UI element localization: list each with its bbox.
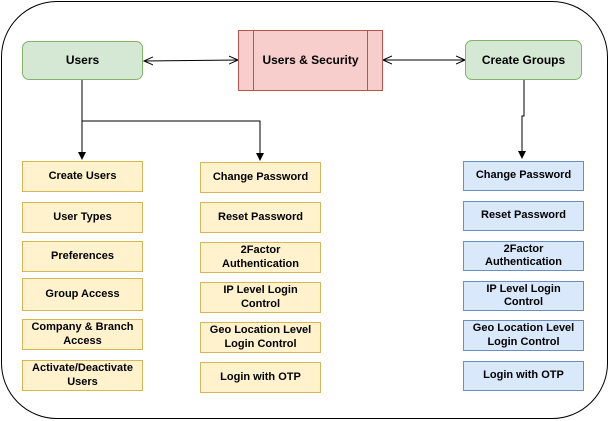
user-types-label: User Types <box>53 210 112 223</box>
login-otp-box[interactable]: Login with OTP <box>200 362 321 393</box>
edge-groups-change-password <box>518 80 526 159</box>
edge-users-change-password <box>82 120 264 161</box>
two-factor-auth-box[interactable]: 2Factor Authentication <box>200 242 321 273</box>
users-security-label: Users & Security <box>262 53 359 68</box>
ip-login-control-box[interactable]: IP Level Login Control <box>200 282 321 313</box>
preferences-box[interactable]: Preferences <box>22 241 143 272</box>
group-reset-password-box[interactable]: Reset Password <box>463 201 584 231</box>
group-change-password-label: Change Password <box>475 169 572 182</box>
users-node[interactable]: Users <box>22 41 143 80</box>
group-login-otp-label: Login with OTP <box>483 369 564 382</box>
group-access-label: Group Access <box>45 287 120 300</box>
group-geo-login-control-box[interactable]: Geo Location Level Login Control <box>463 320 584 351</box>
user-types-box[interactable]: User Types <box>22 202 143 233</box>
reset-password-box[interactable]: Reset Password <box>200 202 321 233</box>
create-groups-node[interactable]: Create Groups <box>465 40 582 80</box>
hub-left-bar <box>253 31 254 90</box>
geo-login-control-label: Geo Location Level Login Control <box>209 324 312 350</box>
reset-password-label: Reset Password <box>218 210 303 223</box>
change-password-box[interactable]: Change Password <box>200 162 321 193</box>
hub-right-bar <box>367 31 368 90</box>
create-users-box[interactable]: Create Users <box>22 161 143 192</box>
company-branch-access-label: Company & Branch Access <box>31 321 134 347</box>
edge-users-hub <box>144 60 238 61</box>
login-otp-label: Login with OTP <box>220 370 301 383</box>
group-reset-password-label: Reset Password <box>481 209 566 222</box>
group-login-otp-box[interactable]: Login with OTP <box>463 361 584 391</box>
create-groups-label: Create Groups <box>481 52 566 67</box>
two-factor-auth-label: 2Factor Authentication <box>222 244 299 270</box>
group-ip-login-control-box[interactable]: IP Level Login Control <box>463 281 584 311</box>
group-two-factor-auth-box[interactable]: 2Factor Authentication <box>463 241 584 271</box>
activate-deactivate-users-label: Activate/Deactivate Users <box>32 362 133 388</box>
company-branch-access-box[interactable]: Company & Branch Access <box>22 319 143 350</box>
group-ip-login-control-label: IP Level Login Control <box>486 282 561 308</box>
geo-login-control-box[interactable]: Geo Location Level Login Control <box>200 322 321 353</box>
preferences-label: Preferences <box>51 249 114 262</box>
group-two-factor-auth-label: 2Factor Authentication <box>485 242 562 268</box>
activate-deactivate-users-box[interactable]: Activate/Deactivate Users <box>22 360 143 391</box>
group-geo-login-control-label: Geo Location Level Login Control <box>472 322 575 348</box>
ip-login-control-label: IP Level Login Control <box>223 284 298 310</box>
group-change-password-box[interactable]: Change Password <box>463 161 584 191</box>
users-node-label: Users <box>65 53 100 68</box>
users-security-node[interactable]: Users & Security <box>238 30 383 91</box>
change-password-label: Change Password <box>212 170 309 183</box>
group-access-box[interactable]: Group Access <box>22 278 143 311</box>
create-users-label: Create Users <box>48 169 117 182</box>
